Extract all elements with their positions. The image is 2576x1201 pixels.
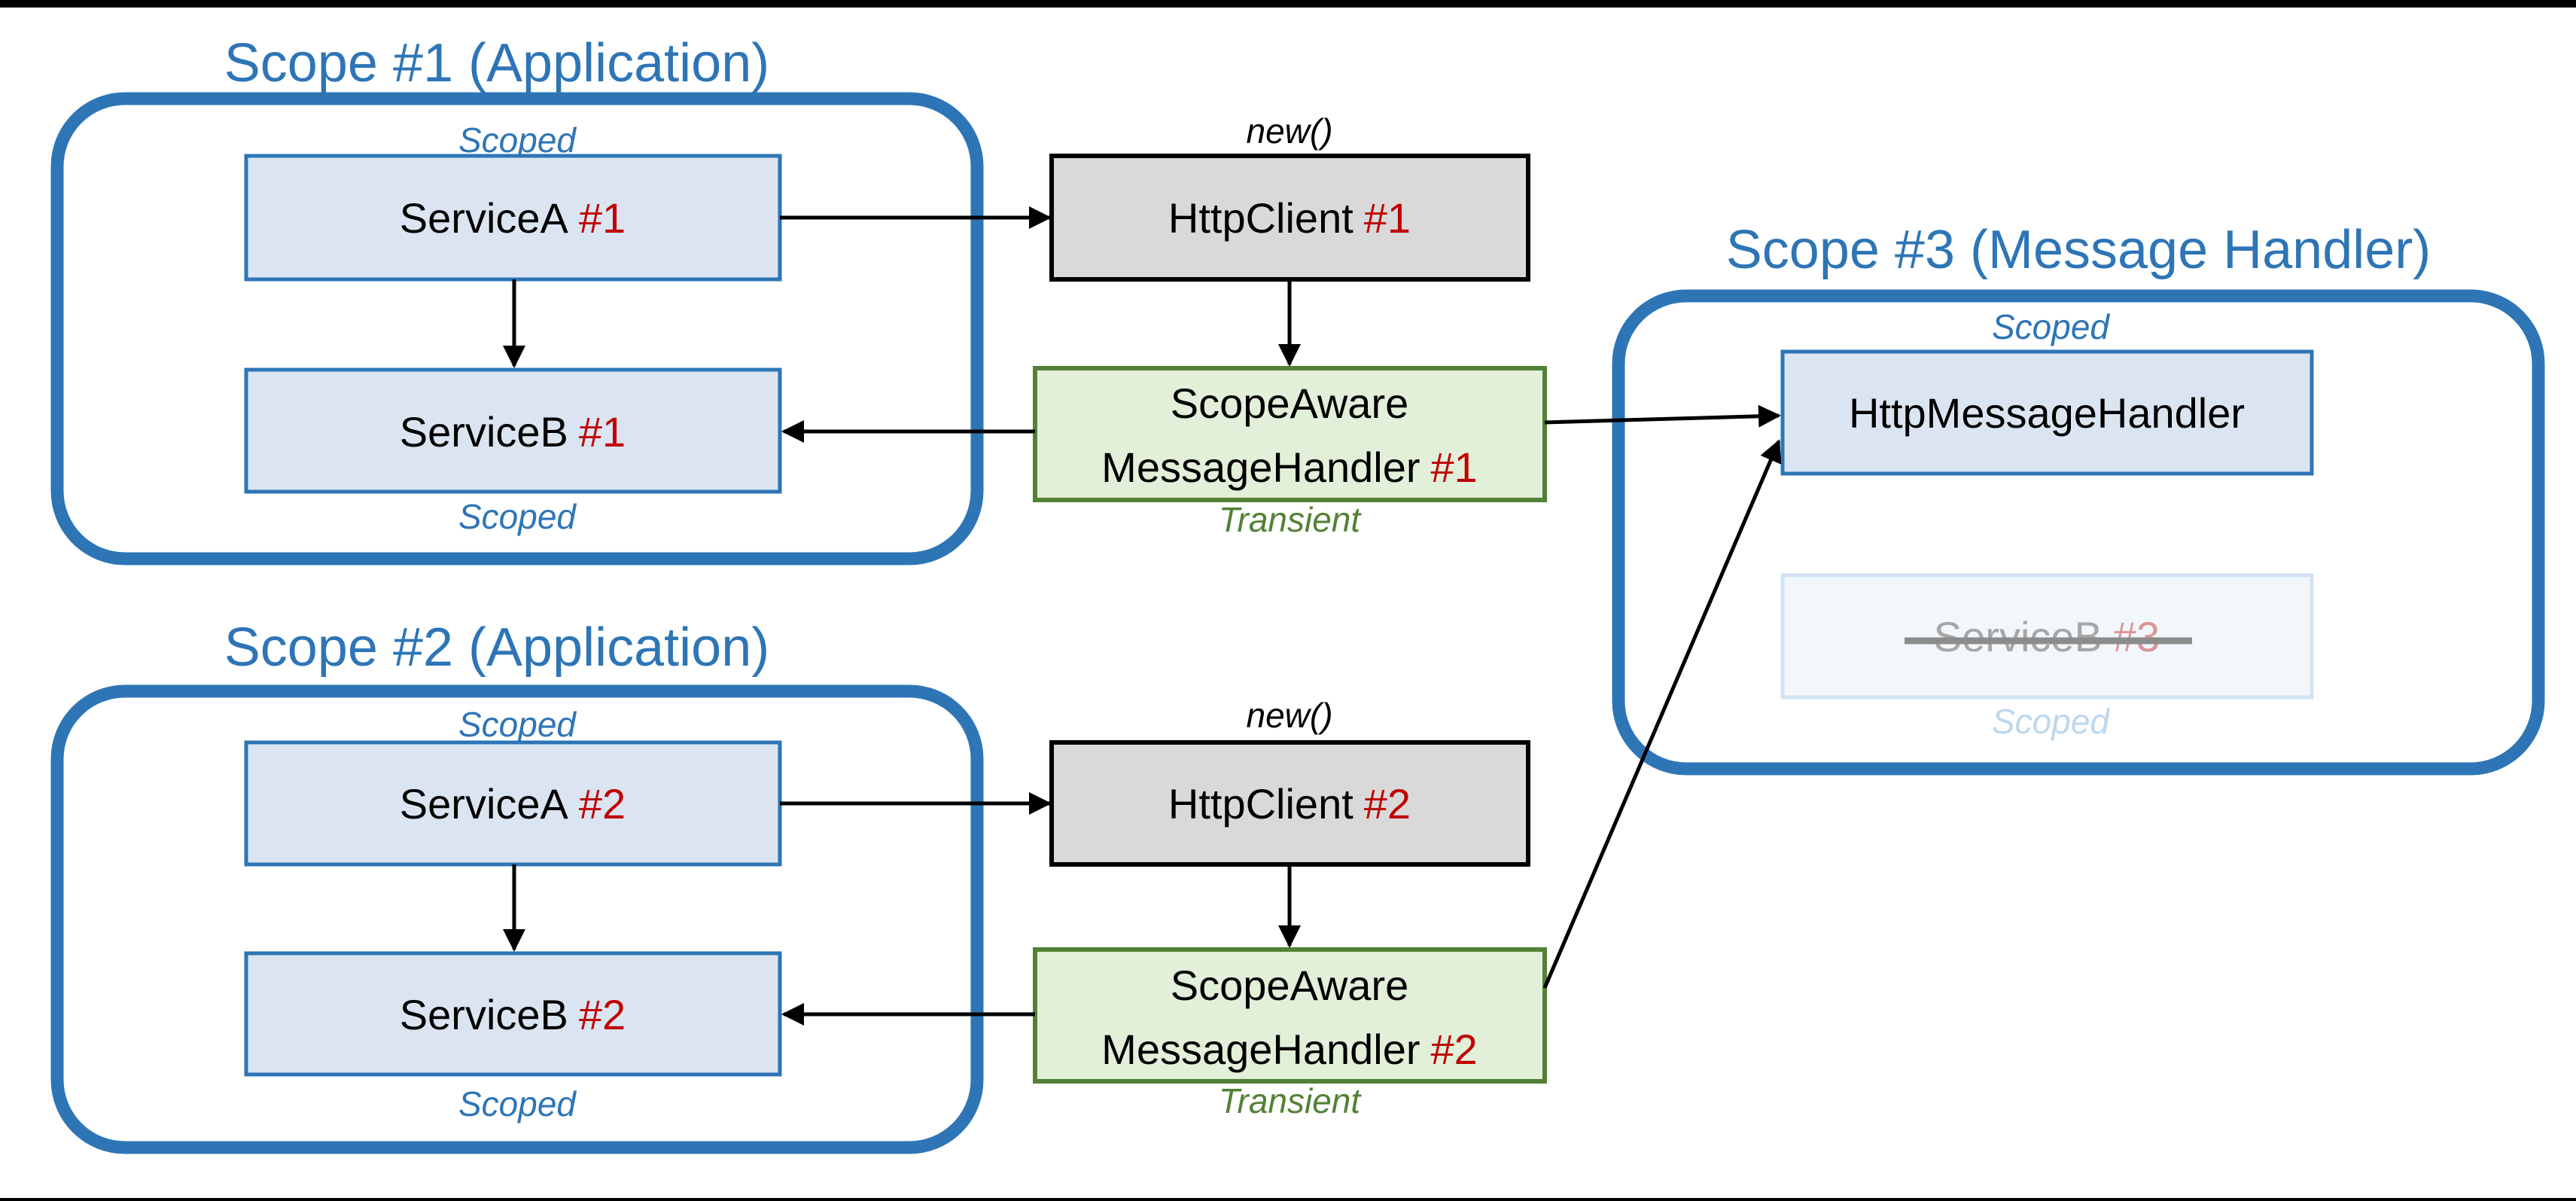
serviceB1-box xyxy=(244,367,782,494)
scope3-scoped-bottom-label: Scoped xyxy=(1992,702,2110,741)
serviceB1-label: ServiceB#1 xyxy=(400,408,626,456)
scope2-container xyxy=(50,684,984,1154)
scope3-title: Scope #3 (Message Handler) xyxy=(1726,220,2431,280)
arrow-handler2-to-httpmessagehandler xyxy=(1542,439,1782,989)
scope2-group: Scope #2 (Application) Scoped Scoped Ser… xyxy=(50,617,984,1154)
bottom-letterbox-bar xyxy=(0,1198,2576,1201)
serviceA1-label: ServiceA#1 xyxy=(400,194,626,242)
handler2-group: ScopeAware MessageHandler#2 Transient xyxy=(1033,947,1547,1120)
handler1-label-line1: ScopeAware xyxy=(1171,380,1409,427)
scope1-scoped-top-label: Scoped xyxy=(458,120,577,160)
handler1-box xyxy=(1033,366,1547,502)
handler1-transient-label: Transient xyxy=(1219,500,1363,539)
httpclient1-group: new() HttpClient#1 xyxy=(1049,111,1530,282)
serviceB2-box xyxy=(244,951,782,1077)
serviceA2-box xyxy=(244,740,782,867)
handler2-label-line2: MessageHandler#2 xyxy=(1101,1026,1478,1073)
scope1-scoped-bottom-label: Scoped xyxy=(458,497,577,536)
scope1-group: Scope #1 (Application) Scoped Scoped Ser… xyxy=(50,33,984,565)
scope1-container xyxy=(50,92,984,565)
httpclient2-label: HttpClient#2 xyxy=(1168,780,1411,828)
top-letterbox-bar xyxy=(0,0,2576,8)
handler1-group: ScopeAware MessageHandler#1 Transient xyxy=(1033,366,1547,539)
httpclient1-new-annotation: new() xyxy=(1246,111,1332,151)
httpclient2-new-annotation: new() xyxy=(1246,696,1332,735)
scope2-scoped-top-label: Scoped xyxy=(458,705,577,744)
serviceB3-faded-label: ServiceB#3 xyxy=(1934,613,2160,660)
handler2-box xyxy=(1033,947,1547,1084)
httpclient1-label: HttpClient#1 xyxy=(1168,194,1411,242)
arrow-handler1-to-httpmessagehandler xyxy=(1544,404,1781,428)
scope3-scoped-top-label: Scoped xyxy=(1992,307,2110,346)
httpmessagehandler-label: HttpMessageHandler xyxy=(1849,389,2245,437)
serviceA2-label: ServiceA#2 xyxy=(400,780,626,828)
httpmessagehandler-box xyxy=(1780,349,2314,476)
scope2-title: Scope #2 (Application) xyxy=(224,617,769,678)
scope2-scoped-bottom-label: Scoped xyxy=(458,1084,577,1123)
handler1-label-line2: MessageHandler#1 xyxy=(1101,444,1478,491)
httpclient2-group: new() HttpClient#2 xyxy=(1049,696,1530,867)
scope3-container xyxy=(1612,289,2545,776)
httpclient1-box xyxy=(1049,154,1530,282)
handler2-transient-label: Transient xyxy=(1219,1081,1363,1120)
httpclient2-box xyxy=(1049,740,1530,867)
scope3-group: Scope #3 (Message Handler) Scoped HttpMe… xyxy=(1612,220,2545,776)
arrows-group xyxy=(503,206,1782,1026)
serviceB2-label: ServiceB#2 xyxy=(400,991,626,1038)
serviceB3-faded-box xyxy=(1780,573,2314,700)
scope1-title: Scope #1 (Application) xyxy=(224,33,769,93)
handler2-label-line1: ScopeAware xyxy=(1171,962,1409,1009)
